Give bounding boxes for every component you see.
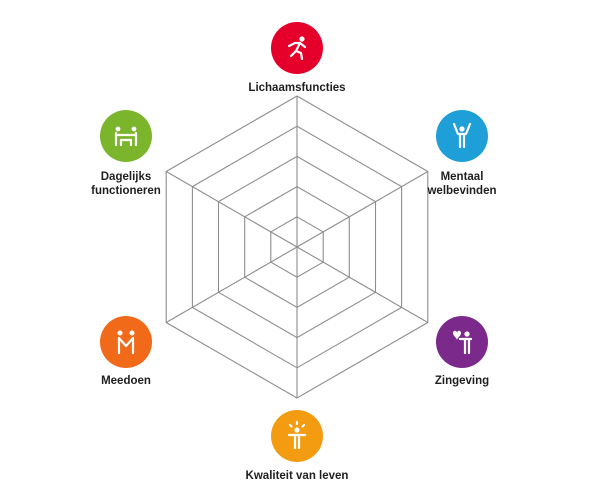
- grid-spoke-mentaal-welbevinden: [296, 171, 429, 248]
- dimension-lichaamsfuncties: Lichaamsfuncties: [248, 22, 346, 94]
- dimension-label-mentaal-welbevinden-line-2: welbevinden: [426, 185, 496, 197]
- running-person-icon: [287, 36, 307, 61]
- dimension-kwaliteit-van-leven: Kwaliteit van leven: [246, 410, 349, 482]
- dimension-dagelijks-functioneren: Dagelijks functioneren: [91, 110, 161, 197]
- person-arms-raised-icon: [452, 122, 472, 149]
- dimension-label-kwaliteit-van-leven: Kwaliteit van leven: [246, 470, 349, 482]
- dimension-meedoen: Meedoen: [100, 316, 152, 387]
- dimension-label-mentaal-welbevinden-line-1: Mentaal: [441, 171, 484, 183]
- grid-spoke-dagelijks-functioneren: [165, 171, 298, 248]
- dimension-label-dagelijks-functioneren-line-2: functioneren: [91, 185, 161, 197]
- dimension-mentaal-welbevinden: Mentaal welbevinden: [426, 110, 497, 197]
- grid-spoke-zingeving: [296, 246, 429, 323]
- hexagon-grid: [165, 95, 429, 399]
- two-people-table-icon: [114, 126, 138, 147]
- dimension-label-lichaamsfuncties: Lichaamsfuncties: [248, 82, 345, 94]
- person-with-heart-icon: [453, 330, 473, 355]
- dimension-badge-meedoen: [100, 316, 152, 368]
- dimension-zingeving: Zingeving: [435, 316, 489, 387]
- grid-spoke-meedoen: [165, 246, 298, 323]
- dimension-label-dagelijks-functioneren-line-1: Dagelijks: [101, 171, 152, 183]
- dimension-label-meedoen: Meedoen: [101, 375, 151, 387]
- dimension-badge-mentaal-welbevinden: [436, 110, 488, 162]
- dimension-label-zingeving: Zingeving: [435, 375, 489, 387]
- dimension-badge-zingeving: [436, 316, 488, 368]
- two-people-holding-hands-icon: [117, 330, 135, 355]
- person-sparkle-icon: [287, 420, 307, 450]
